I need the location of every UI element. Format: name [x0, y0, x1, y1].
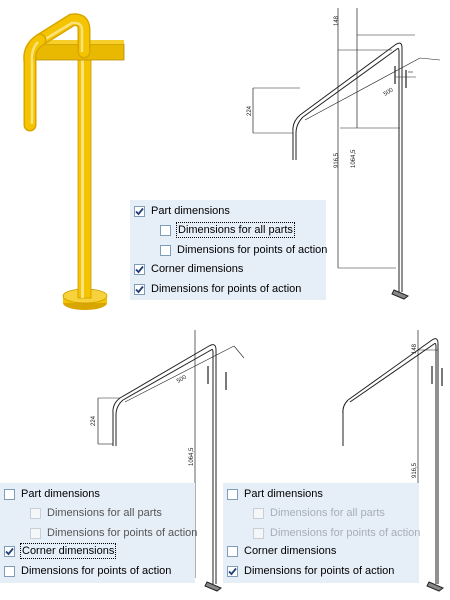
- points-of-action-sub-option[interactable]: Dimensions for points of action: [253, 523, 420, 543]
- corner-dimensions-option[interactable]: Corner dimensions: [4, 541, 117, 561]
- points-of-action-sub-option[interactable]: Dimensions for points of action: [160, 240, 327, 260]
- dim-500-middle: 500: [176, 374, 188, 385]
- checkmark-icon: [5, 547, 14, 555]
- points-of-action-option[interactable]: Dimensions for points of action: [4, 561, 171, 581]
- corner-dimensions-checkbox[interactable]: [134, 263, 145, 275]
- dim-1064-5-top: 1064,5: [351, 149, 357, 168]
- options-panel-top: Part dimensions Dimensions for all parts…: [130, 200, 327, 300]
- corner-dimensions-label: Corner dimensions: [19, 543, 117, 559]
- dim-148-bottom-right: 148: [412, 343, 418, 354]
- points-of-action-label: Dimensions for points of action: [21, 565, 172, 577]
- pole-drawing-top-right: [252, 8, 441, 300]
- corner-dimensions-checkbox[interactable]: [227, 545, 238, 557]
- all-parts-checkbox[interactable]: [160, 224, 171, 236]
- points-of-action-sub-checkbox[interactable]: [30, 527, 41, 539]
- points-of-action-option[interactable]: Dimensions for points of action: [227, 561, 394, 581]
- all-parts-option[interactable]: Dimensions for all parts: [253, 503, 385, 523]
- all-parts-label: Dimensions for all parts: [270, 507, 385, 519]
- checkmark-icon: [228, 567, 237, 575]
- all-parts-checkbox[interactable]: [253, 507, 264, 519]
- corner-dimensions-label: Corner dimensions: [244, 545, 337, 557]
- all-parts-checkbox[interactable]: [30, 507, 41, 519]
- checkmark-icon: [135, 285, 144, 293]
- dim-1064-5-middle: 1064,5: [189, 447, 195, 466]
- dim-916-5-bottom-right: 916,5: [412, 462, 418, 478]
- part-dimensions-label: Part dimensions: [151, 205, 230, 217]
- corner-dimensions-option[interactable]: Corner dimensions: [134, 259, 243, 279]
- points-of-action-sub-option[interactable]: Dimensions for points of action: [30, 523, 197, 543]
- points-of-action-sub-label: Dimensions for points of action: [270, 527, 421, 539]
- points-of-action-sub-checkbox[interactable]: [253, 527, 264, 539]
- all-parts-label: Dimensions for all parts: [47, 507, 162, 519]
- corner-dimensions-option[interactable]: Corner dimensions: [227, 541, 336, 561]
- points-of-action-checkbox[interactable]: [227, 565, 238, 577]
- part-dimensions-checkbox[interactable]: [4, 488, 15, 500]
- dim-148-top: 148: [334, 15, 340, 26]
- checkmark-icon: [135, 265, 144, 273]
- yellow-pole-3d-model: [23, 13, 125, 310]
- checkmark-icon: [135, 207, 144, 215]
- points-of-action-checkbox[interactable]: [134, 283, 145, 295]
- points-of-action-checkbox[interactable]: [4, 565, 15, 577]
- part-dimensions-label: Part dimensions: [244, 488, 323, 500]
- all-parts-option[interactable]: Dimensions for all parts: [160, 220, 295, 240]
- part-dimensions-checkbox[interactable]: [227, 488, 238, 500]
- points-of-action-option[interactable]: Dimensions for points of action: [134, 279, 301, 299]
- all-parts-option[interactable]: Dimensions for all parts: [30, 503, 162, 523]
- dim-916-5-top: 916,5: [334, 152, 340, 168]
- part-dimensions-option[interactable]: Part dimensions: [227, 484, 323, 504]
- part-dimensions-label: Part dimensions: [21, 488, 100, 500]
- part-dimensions-checkbox[interactable]: [134, 205, 145, 217]
- points-of-action-sub-label: Dimensions for points of action: [47, 527, 198, 539]
- part-dimensions-option[interactable]: Part dimensions: [4, 484, 100, 504]
- dim-224-middle: 224: [91, 415, 97, 426]
- all-parts-label: Dimensions for all parts: [176, 222, 295, 238]
- dim-500-top: 500: [383, 87, 395, 98]
- points-of-action-label: Dimensions for points of action: [244, 565, 395, 577]
- options-panel-bottom-left: Part dimensions Dimensions for all parts…: [0, 483, 197, 583]
- points-of-action-label: Dimensions for points of action: [151, 283, 302, 295]
- part-dimensions-option[interactable]: Part dimensions: [134, 201, 230, 221]
- points-of-action-sub-checkbox[interactable]: [160, 244, 171, 256]
- corner-dimensions-label: Corner dimensions: [151, 263, 244, 275]
- dim-224-top: 224: [247, 105, 253, 116]
- points-of-action-sub-label: Dimensions for points of action: [177, 244, 328, 256]
- options-panel-bottom-right: Part dimensions Dimensions for all parts…: [223, 483, 420, 583]
- pole-drawing-bottom-middle: [97, 330, 245, 592]
- corner-dimensions-checkbox[interactable]: [4, 545, 15, 557]
